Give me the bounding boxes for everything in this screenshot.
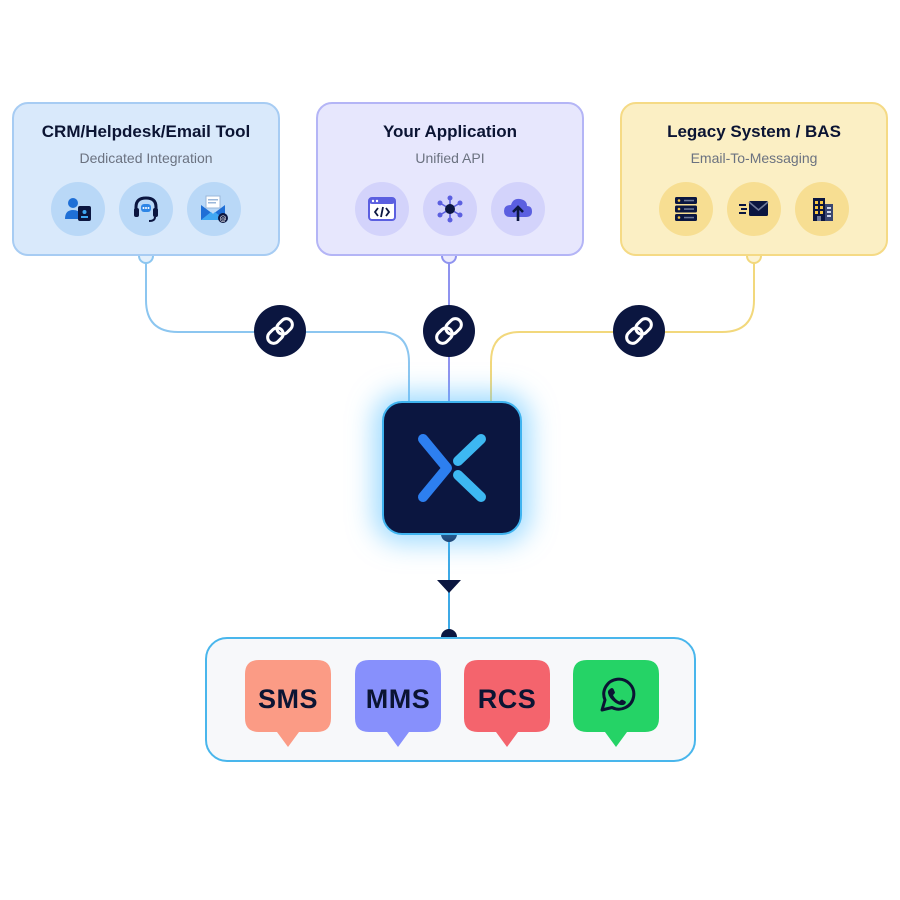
- source-card-legacy: Legacy System / BAS Email-To-Messaging: [620, 102, 888, 256]
- platform-logo-icon: [418, 434, 486, 502]
- card-title: Your Application: [382, 122, 518, 141]
- channel-label: MMS: [365, 684, 431, 714]
- server-rack-icon: [659, 182, 713, 236]
- contact-card-icon: [51, 182, 105, 236]
- link-badge-center: [423, 305, 475, 357]
- card-title: CRM/Helpdesk/Email Tool: [41, 122, 251, 141]
- channel-mms: MMS: [355, 660, 441, 752]
- fast-mail-icon: [727, 182, 781, 236]
- messaging-channels-panel: SMS MMS RCS: [205, 637, 696, 762]
- card-title: Legacy System / BAS: [667, 122, 841, 141]
- channel-whatsapp: [573, 660, 659, 752]
- card-subtitle: Unified API: [415, 150, 485, 166]
- link-badge-left: [254, 305, 306, 357]
- channel-sms: SMS: [245, 660, 331, 752]
- arrow-down-icon: [437, 580, 461, 593]
- channel-label: SMS: [257, 684, 318, 714]
- whatsapp-icon: [600, 677, 636, 712]
- source-card-crm: CRM/Helpdesk/Email Tool Dedicated Integr…: [12, 102, 280, 256]
- platform-hub-logo: [382, 401, 522, 535]
- cloud-upload-icon: [491, 182, 545, 236]
- card-subtitle: Email-To-Messaging: [690, 150, 818, 166]
- channel-label: RCS: [477, 684, 537, 714]
- network-nodes-icon: [423, 182, 477, 236]
- email-at-icon: @: [187, 182, 241, 236]
- code-window-icon: [355, 182, 409, 236]
- source-card-application: Your Application Unified API: [316, 102, 584, 256]
- office-building-icon: [795, 182, 849, 236]
- channel-rcs: RCS: [464, 660, 550, 752]
- headset-icon: [119, 182, 173, 236]
- svg-text:@: @: [220, 215, 227, 223]
- card-subtitle: Dedicated Integration: [79, 150, 213, 166]
- link-badge-right: [613, 305, 665, 357]
